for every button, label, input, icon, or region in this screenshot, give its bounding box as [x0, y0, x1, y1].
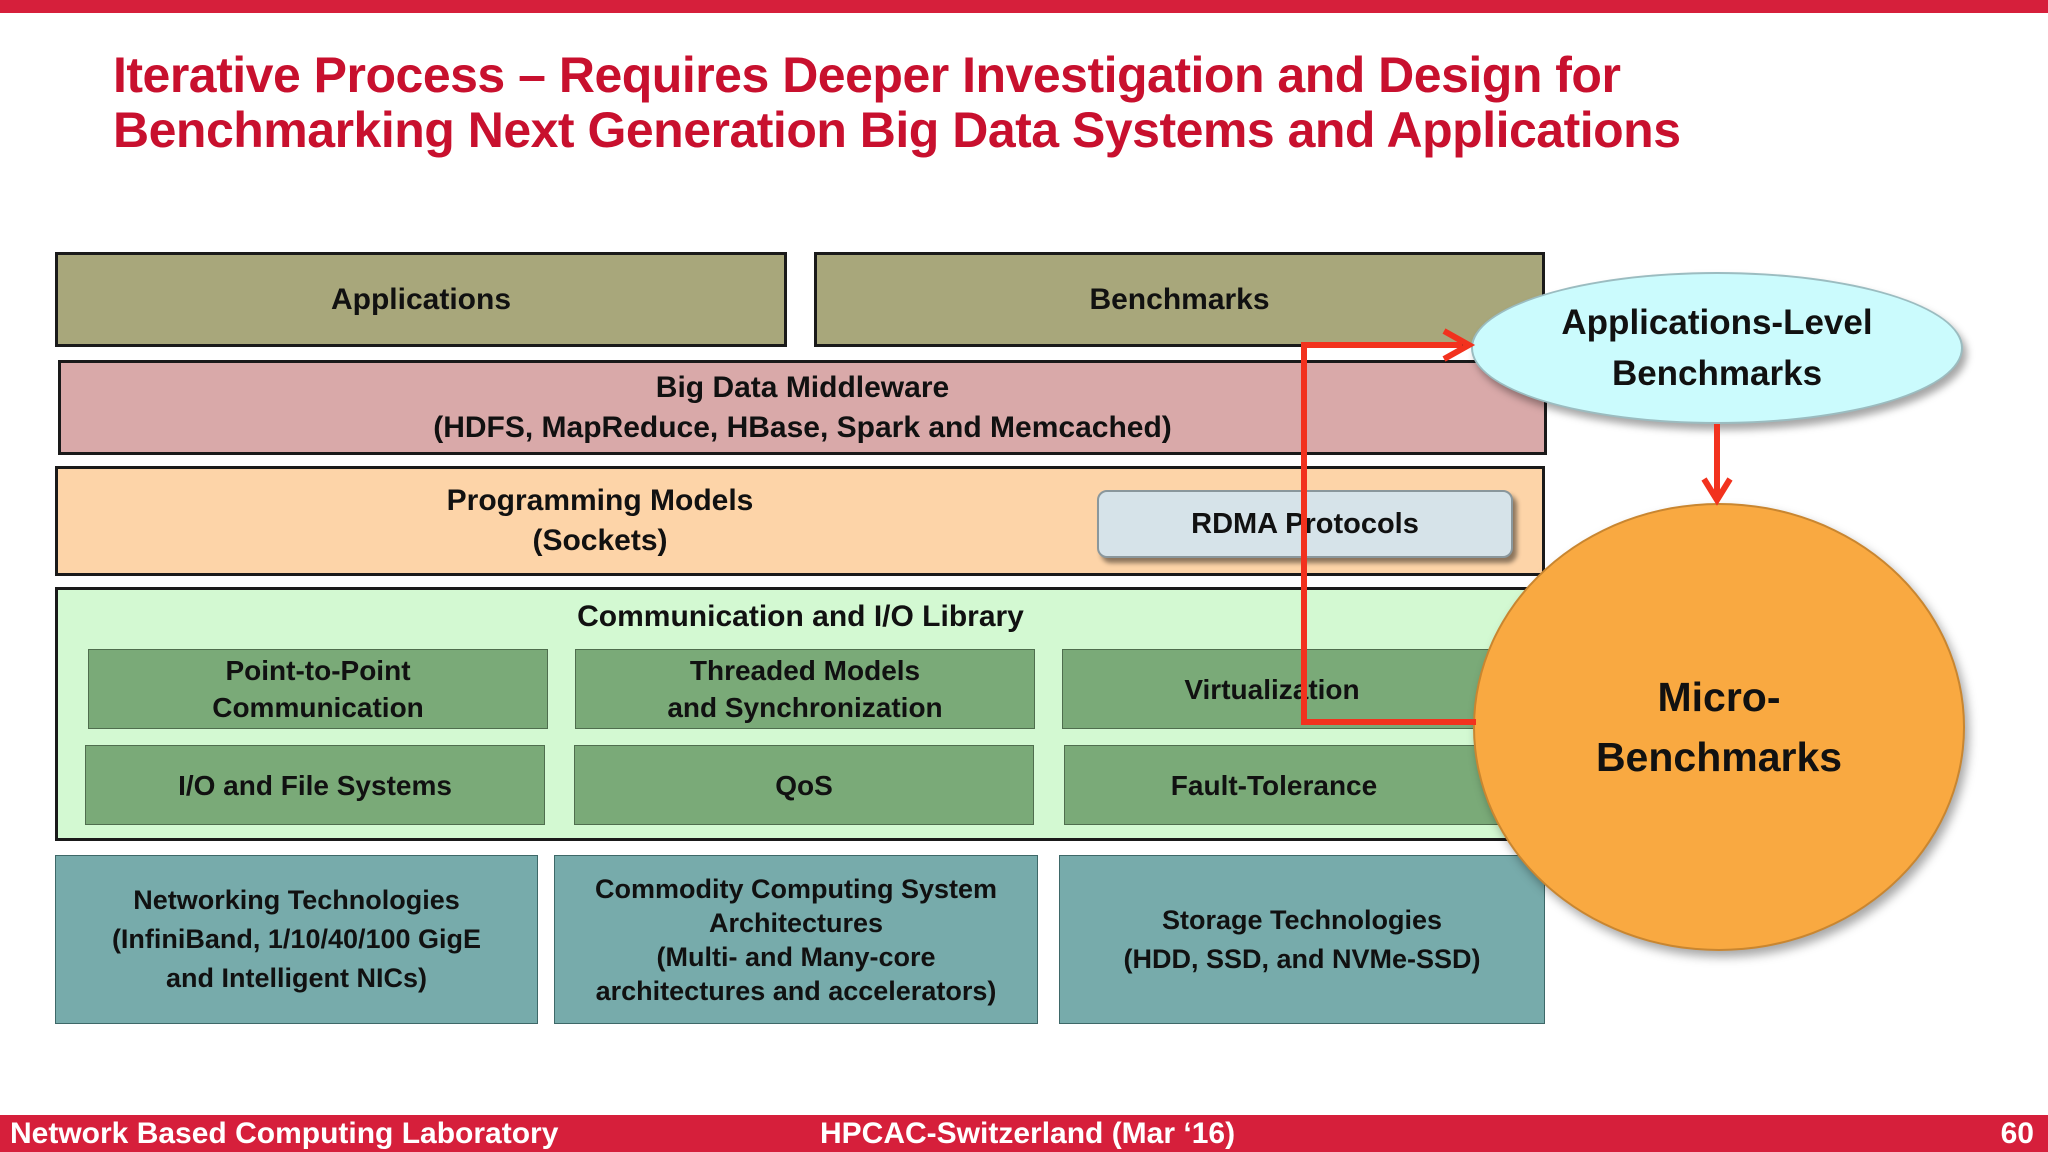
p2p-label-line2: Communication	[212, 692, 424, 723]
storage-label-line2: (HDD, SSD, and NVMe-SSD)	[1123, 943, 1481, 974]
threaded-label-line1: Threaded Models	[689, 655, 921, 686]
commodity-computing-box: Commodity Computing System Architectures…	[554, 855, 1038, 1024]
communication-io-library-title: Communication and I/O Library	[577, 600, 1024, 633]
applications-level-benchmarks-ellipse: Applications-Level Benchmarks	[1471, 272, 1963, 424]
footer-page-number: 60	[2000, 1117, 2034, 1150]
programming-label-line2: (Sockets)	[532, 524, 668, 557]
app-level-line1: Applications-Level	[1561, 303, 1873, 342]
networking-technologies-box: Networking Technologies (InfiniBand, 1/1…	[55, 855, 538, 1024]
rdma-protocols-box: RDMA Protocols	[1097, 490, 1513, 558]
slide-title-line2: Benchmarking Next Generation Big Data Sy…	[113, 102, 1681, 158]
storage-label-line1: Storage Technologies	[1161, 904, 1443, 935]
footer-lab-name: Network Based Computing Laboratory	[10, 1117, 559, 1150]
commodity-label-line1: Commodity Computing System	[594, 873, 998, 904]
applications-label: Applications	[330, 282, 511, 316]
benchmarks-box: Benchmarks	[814, 252, 1545, 347]
micro-benchmarks-line2: Benchmarks	[1595, 734, 1843, 780]
slide-title-line1: Iterative Process – Requires Deeper Inve…	[113, 47, 1621, 103]
p2p-label-line1: Point-to-Point	[225, 655, 411, 686]
networking-label-line3: and Intelligent NICs)	[165, 963, 427, 993]
footer-event: HPCAC-Switzerland (Mar ‘16)	[820, 1117, 1236, 1150]
storage-technologies-box: Storage Technologies (HDD, SSD, and NVMe…	[1059, 855, 1545, 1024]
virtualization-box: Virtualization	[1062, 649, 1522, 729]
fault-tolerance-box: Fault-Tolerance	[1064, 745, 1524, 825]
networking-label-line1: Networking Technologies	[133, 885, 460, 915]
qos-box: QoS	[574, 745, 1034, 825]
io-file-systems-label: I/O and File Systems	[178, 769, 452, 801]
app-level-line2: Benchmarks	[1611, 354, 1823, 393]
qos-label: QoS	[775, 769, 833, 801]
down-arrow-head	[1701, 477, 1733, 506]
slide-title: Iterative Process – Requires Deeper Inve…	[113, 48, 1913, 158]
benchmarks-label: Benchmarks	[1089, 282, 1270, 316]
big-data-middleware-box: Big Data Middleware (HDFS, MapReduce, HB…	[58, 360, 1547, 455]
micro-benchmarks-line1: Micro-	[1657, 674, 1781, 720]
footer-bar: Network Based Computing Laboratory HPCAC…	[0, 1115, 2048, 1152]
threaded-label-line2: and Synchronization	[667, 692, 943, 723]
rdma-protocols-label: RDMA Protocols	[1191, 507, 1419, 540]
point-to-point-box: Point-to-Point Communication	[88, 649, 548, 729]
programming-label-line1: Programming Models	[446, 484, 754, 517]
micro-benchmarks-circle: Micro- Benchmarks	[1473, 503, 1965, 951]
top-accent-bar	[0, 0, 2048, 13]
virtualization-label: Virtualization	[1184, 673, 1360, 705]
io-file-systems-box: I/O and File Systems	[85, 745, 545, 825]
commodity-label-line4: architectures and accelerators)	[595, 975, 997, 1006]
middleware-label-line2: (HDFS, MapReduce, HBase, Spark and Memca…	[433, 410, 1172, 444]
commodity-label-line3: (Multi- and Many-core	[656, 941, 936, 972]
fault-tolerance-label: Fault-Tolerance	[1170, 769, 1378, 801]
threaded-models-box: Threaded Models and Synchronization	[575, 649, 1035, 729]
middleware-label-line1: Big Data Middleware	[655, 370, 950, 404]
applications-box: Applications	[55, 252, 787, 347]
commodity-label-line2: Architectures	[708, 907, 884, 938]
networking-label-line2: (InfiniBand, 1/10/40/100 GigE	[111, 924, 482, 954]
